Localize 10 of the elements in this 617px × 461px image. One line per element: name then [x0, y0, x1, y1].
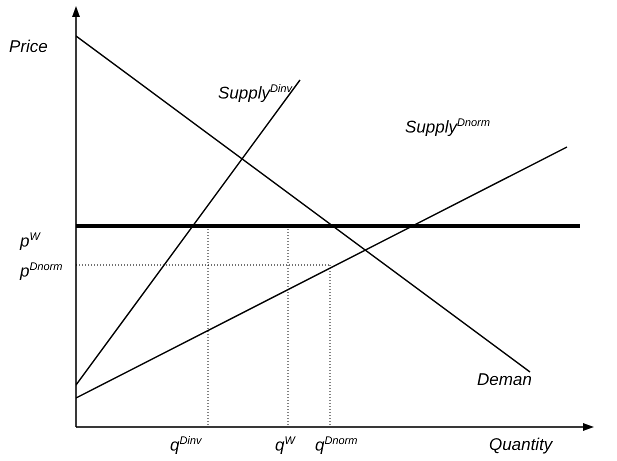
- axis-value-label: q$^{Dinv}$: [170, 436, 202, 454]
- axis-value-label: q$^{Dnorm}$: [315, 436, 358, 454]
- curve-label: Deman: [477, 371, 532, 388]
- axis-title: Quantity: [489, 436, 552, 453]
- axis-title: Price: [9, 38, 48, 55]
- curve-label: Supply$^{Dnorm}$: [405, 118, 490, 136]
- axis-value-label: p$^{W}$: [20, 232, 40, 250]
- curve-label: Supply$^{Dinv}$: [218, 84, 292, 102]
- axis-value-label: q$^{W}$: [275, 436, 295, 454]
- axis-value-label: p$^{Dnorm}$: [20, 262, 62, 280]
